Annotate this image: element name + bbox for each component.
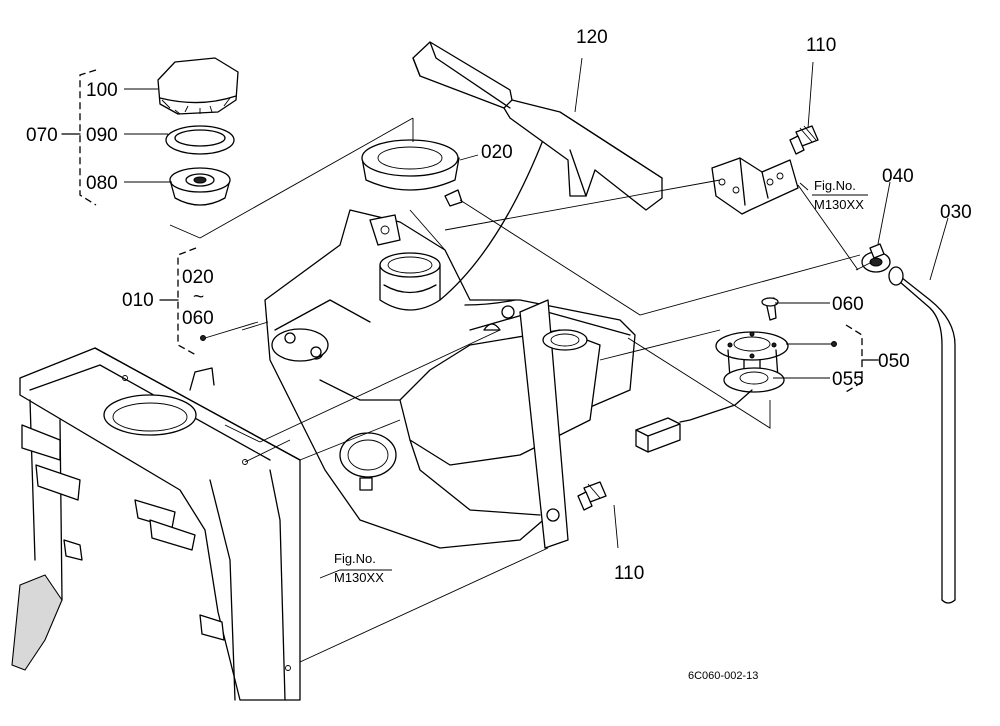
leader-010-dot [204,321,259,339]
hood-frame [11,347,301,701]
part-label-070: 070 [26,125,58,146]
filler-collar [361,139,463,207]
part-label-010-from: 020 [182,267,214,288]
fig-ref-upper-title: Fig.No. [814,178,856,193]
cap-gasket [165,125,235,155]
drawing-code: 6C060-002-13 [688,670,758,682]
fuel-cap [157,57,239,115]
callout-dot-010 [200,335,206,341]
part-label-080: 080 [86,173,118,194]
part-label-030: 030 [940,202,972,223]
part-label-110-top: 110 [806,35,836,56]
fuel-hose [888,266,956,604]
hose-clamp [861,243,891,273]
bracket-070 [79,69,97,206]
fig-ref-lower-title: Fig.No. [334,551,376,566]
part-label-090: 090 [86,125,118,146]
bolt-110-top [789,125,819,155]
part-label-110-bottom: 110 [614,563,644,584]
part-label-120: 120 [576,27,608,48]
fuel-tank [264,134,636,549]
part-label-010-sep: ~ [193,287,204,308]
bolt-110-bottom [577,481,607,511]
part-label-040: 040 [882,166,914,187]
fig-ref-lower-number: M130XX [334,570,384,585]
part-label-100: 100 [86,80,118,101]
part-label-055: 055 [832,369,864,390]
leader-lines [124,57,949,663]
part-label-020: 020 [481,142,513,163]
part-label-010-to: 060 [182,308,214,329]
stay-bracket-120 [412,41,663,211]
part-label-010: 010 [122,290,154,311]
fuel-level-sensor [635,297,789,453]
part-label-050: 050 [878,351,910,372]
fig-ref-upper-number: M130XX [814,197,864,212]
part-label-060: 060 [832,294,864,315]
filler-strainer [169,167,231,206]
callout-dot-050 [831,341,837,347]
sensor-bracket [711,157,799,215]
